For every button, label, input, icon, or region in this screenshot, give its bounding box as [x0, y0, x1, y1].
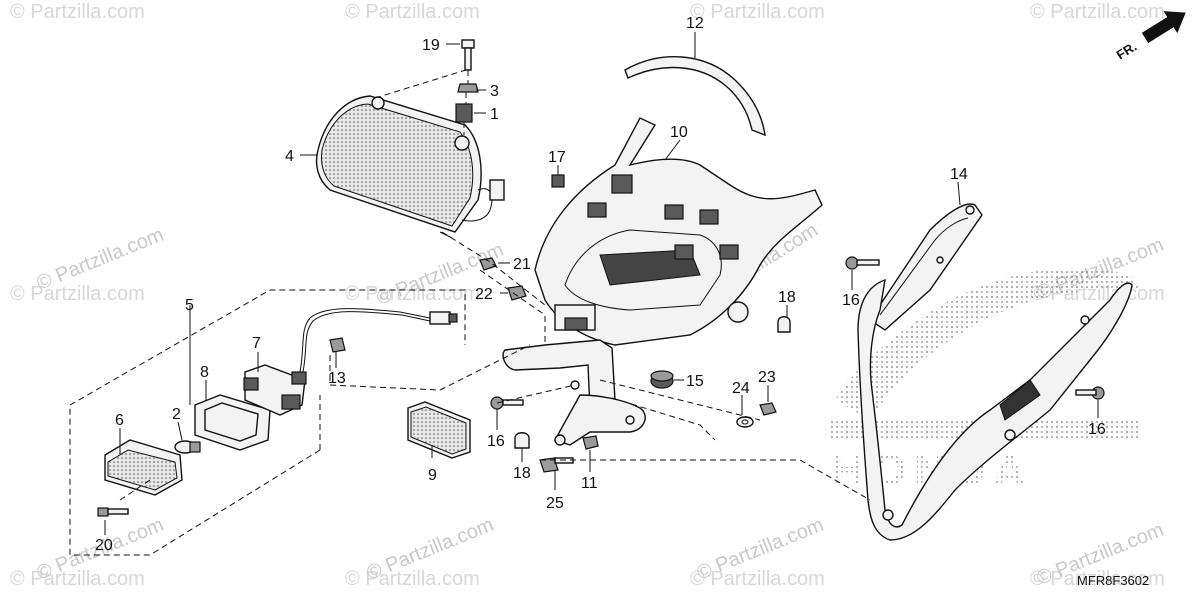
- callout-13: 13: [328, 370, 346, 387]
- fasteners: [97, 174, 1105, 517]
- watermark: © Partzilla.com: [690, 1, 825, 23]
- callout-17: 17: [548, 149, 566, 166]
- license-light-base: [243, 364, 307, 416]
- license-plate-bracket: [502, 339, 646, 446]
- callout-18-lower: 18: [513, 465, 531, 482]
- diagram-code: MFR8F3602: [1077, 573, 1149, 588]
- callout-5: 5: [185, 297, 194, 314]
- watermark: © Partzilla.com: [10, 1, 145, 23]
- callout-25: 25: [546, 495, 564, 512]
- callout-14: 14: [950, 166, 968, 183]
- callout-2: 2: [172, 406, 181, 423]
- leader-lines: [104, 32, 1099, 535]
- license-light-wire: [299, 308, 458, 373]
- watermark: © Partzilla.com: [345, 1, 480, 23]
- callout-10: 10: [670, 124, 688, 141]
- callout-4: 4: [285, 148, 294, 165]
- watermark: © Partzilla.com: [10, 283, 145, 305]
- callout-1: 1: [490, 106, 499, 123]
- rear-fender-assembly: [534, 117, 823, 346]
- callout-12: 12: [686, 15, 704, 32]
- front-label: FR.: [1114, 39, 1140, 63]
- license-bulb: [174, 440, 201, 454]
- callout-16-far-right: 16: [1088, 421, 1106, 438]
- callout-23: 23: [758, 369, 776, 386]
- license-light-group-outline: [69, 289, 466, 556]
- callout-7: 7: [252, 335, 261, 352]
- callout-20: 20: [95, 537, 113, 554]
- callout-11: 11: [581, 475, 598, 492]
- watermark: © Partzilla.com: [1030, 568, 1165, 590]
- callout-6: 6: [115, 412, 124, 429]
- callout-9: 9: [428, 467, 437, 484]
- mounting-bolt-stack: [455, 39, 479, 135]
- callout-22: 22: [475, 286, 493, 303]
- callout-8: 8: [200, 364, 209, 381]
- watermark: © Partzilla.com: [690, 568, 825, 590]
- license-light-lens: [104, 439, 183, 496]
- assembly-lines: [119, 69, 871, 501]
- callout-labels: 19 3 1 4 21 22 5 13 7 8 2 6 20 9 16 18 2…: [95, 15, 1106, 554]
- watermark: © Partzilla.com: [1030, 1, 1165, 23]
- callout-3: 3: [490, 83, 499, 100]
- callout-21: 21: [513, 256, 531, 273]
- license-light-gasket: [194, 394, 271, 451]
- rear-reflector: [407, 401, 471, 459]
- watermark: © Partzilla.com: [10, 568, 145, 590]
- callout-18-right: 18: [778, 289, 796, 306]
- fender-strip: [624, 56, 766, 137]
- callout-16-center: 16: [487, 433, 505, 450]
- watermark: © Partzilla.com: [345, 568, 480, 590]
- callout-19: 19: [422, 37, 440, 54]
- side-bracket: [869, 203, 983, 331]
- callout-24: 24: [732, 380, 750, 397]
- callout-15: 15: [686, 373, 704, 390]
- tail-light-assembly: [315, 95, 505, 239]
- rear-side-cover: [857, 278, 1133, 541]
- callout-16-right: 16: [842, 292, 860, 309]
- watermark: © Partzilla.com: [345, 283, 480, 305]
